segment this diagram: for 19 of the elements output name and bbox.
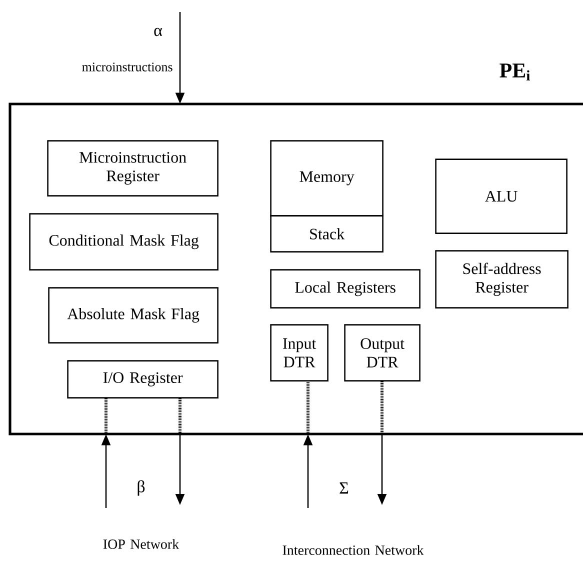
signal-symbol: Σ bbox=[340, 482, 348, 494]
register-box: Memory bbox=[270, 140, 384, 216]
register-box: Output DTR bbox=[344, 324, 420, 382]
register-box: Self-address Register bbox=[435, 250, 568, 308]
register-box: Input DTR bbox=[270, 324, 328, 382]
processing-element-frame bbox=[8, 102, 583, 436]
register-box: Local Registers bbox=[270, 269, 420, 308]
register-box: Conditional Mask Flag bbox=[29, 213, 218, 270]
element-title: PE$_{i}$ bbox=[500, 64, 530, 80]
register-box: Microinstruction Register bbox=[47, 140, 218, 196]
register-box: Stack bbox=[270, 215, 384, 252]
signal-symbol: β bbox=[138, 480, 145, 496]
edge-label: microinstructions bbox=[82, 62, 172, 72]
register-box: ALU bbox=[435, 158, 568, 234]
register-box: I/O Register bbox=[67, 360, 218, 398]
signal-symbol: α bbox=[154, 28, 162, 36]
network-label: Interconnection Network bbox=[282, 545, 424, 555]
register-box: Absolute Mask Flag bbox=[48, 287, 218, 344]
network-label: IOP Network bbox=[103, 539, 180, 549]
